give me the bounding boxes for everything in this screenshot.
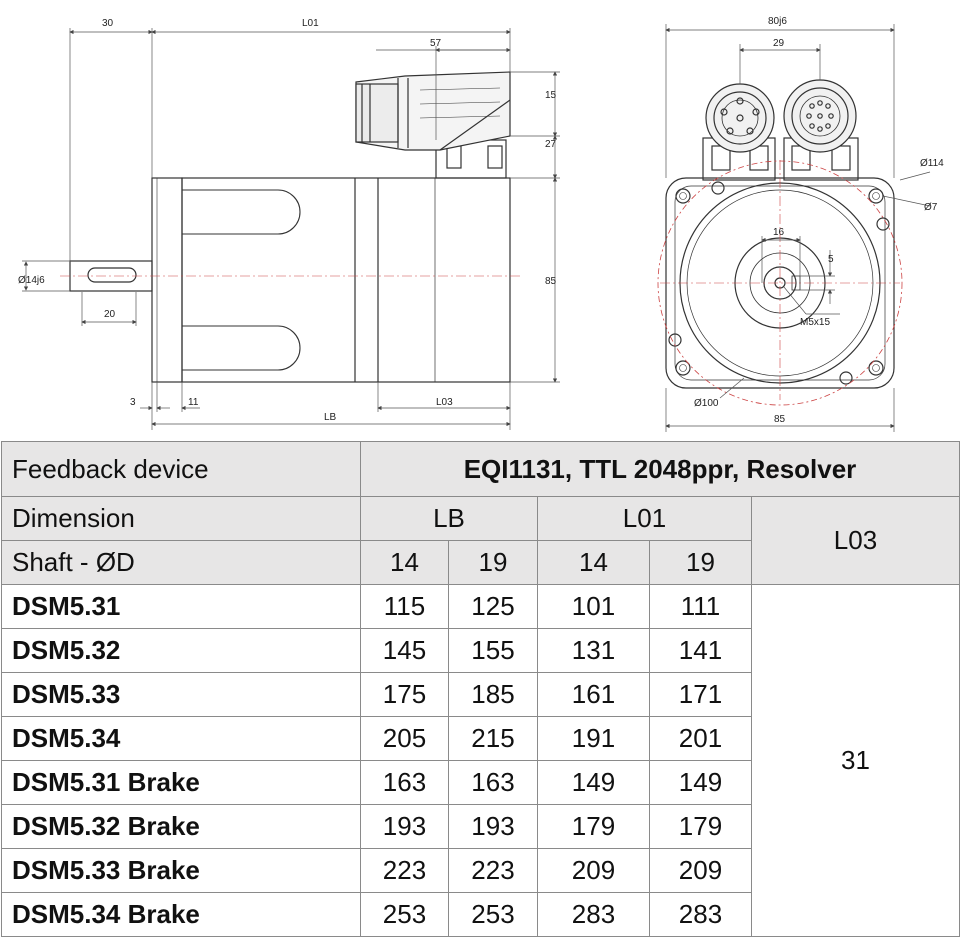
l01-19-value: 141	[649, 628, 752, 673]
model-name: DSM5.32 Brake	[1, 804, 361, 849]
lb-19-value: 125	[448, 584, 538, 629]
l01-header: L01	[537, 496, 752, 541]
l01-14-value: 161	[537, 672, 650, 717]
lb-14-value: 193	[360, 804, 449, 849]
dim-27: 27	[545, 139, 557, 150]
l01-14-value: 179	[537, 804, 650, 849]
shaft-keyway	[87, 267, 137, 283]
front-dimension-labels: 80j6 29 Ø114 Ø7 16 5 M5x15 Ø100 85	[694, 16, 944, 425]
lb-14-value: 115	[360, 584, 449, 629]
lb-19-value: 185	[448, 672, 538, 717]
lb-14-value: 253	[360, 892, 449, 937]
dim-16: 16	[773, 227, 785, 238]
l01-14-value: 191	[537, 716, 650, 761]
l01-14-value: 131	[537, 628, 650, 673]
table-row: DSM5.33 175 185 161 171	[1, 672, 960, 717]
shaft-label: Shaft - ØD	[1, 540, 361, 585]
l01-14-value: 101	[537, 584, 650, 629]
table-row: DSM5.32 Brake 193 193 179 179	[1, 804, 960, 849]
lb-19-value: 155	[448, 628, 538, 673]
model-name: DSM5.31	[1, 584, 361, 629]
lb-14-value: 175	[360, 672, 449, 717]
shaft-size-l01-14: 14	[537, 540, 650, 585]
feedback-device-label: Feedback device	[1, 441, 361, 497]
l01-14-value: 283	[537, 892, 650, 937]
model-name: DSM5.32	[1, 628, 361, 673]
motor-flange	[151, 177, 183, 383]
lb-14-value: 145	[360, 628, 449, 673]
l03-header: L03	[751, 496, 960, 585]
l01-19-value: 201	[649, 716, 752, 761]
dim-l03: L03	[436, 397, 453, 408]
dim-80j6: 80j6	[768, 16, 787, 27]
lb-19-value: 163	[448, 760, 538, 805]
side-dimensions	[22, 28, 560, 430]
table-row: DSM5.31 Brake 163 163 149 149	[1, 760, 960, 805]
dim-11: 11	[188, 397, 199, 408]
shaft-size-lb-14: 14	[360, 540, 449, 585]
side-dimension-labels: 30 L01 57 15 27 85 Ø14j6 20 3 11 LB L03	[18, 18, 557, 423]
table-row: DSM5.34 Brake 253 253 283 283	[1, 892, 960, 937]
l01-19-value: 171	[649, 672, 752, 717]
power-connector	[355, 71, 511, 179]
dim-20: 20	[104, 309, 116, 320]
dim-100: Ø100	[694, 398, 719, 409]
l01-19-value: 209	[649, 848, 752, 893]
front-view	[657, 79, 903, 406]
dim-85-front: 85	[774, 414, 786, 425]
shaft-size-lb-19: 19	[448, 540, 538, 585]
dim-thread: M5x15	[800, 317, 830, 328]
l01-19-value: 111	[649, 584, 752, 629]
shaft-size-l01-19: 19	[649, 540, 752, 585]
dim-114: Ø114	[920, 158, 944, 169]
dim-3: 3	[130, 397, 136, 408]
l01-19-value: 149	[649, 760, 752, 805]
dim-30: 30	[102, 18, 114, 29]
model-name: DSM5.31 Brake	[1, 760, 361, 805]
lb-19-value: 253	[448, 892, 538, 937]
l03-value: 31	[751, 584, 960, 937]
dim-85-side: 85	[545, 276, 557, 287]
dim-7: Ø7	[924, 202, 938, 213]
l01-14-value: 149	[537, 760, 650, 805]
dimension-table: Feedback device EQI1131, TTL 2048ppr, Re…	[1, 441, 960, 937]
feedback-connector-left	[702, 83, 776, 181]
feedback-connector-right	[783, 79, 859, 181]
model-name: DSM5.34 Brake	[1, 892, 361, 937]
table-row: DSM5.31 115 125 101 111 31	[1, 584, 960, 937]
lb-14-value: 205	[360, 716, 449, 761]
lb-14-value: 163	[360, 760, 449, 805]
side-view	[60, 71, 520, 383]
lb-19-value: 215	[448, 716, 538, 761]
model-name: DSM5.33	[1, 672, 361, 717]
feedback-device-value: EQI1131, TTL 2048ppr, Resolver	[360, 441, 960, 497]
dimension-label: Dimension	[1, 496, 361, 541]
mounting-holes	[668, 181, 890, 385]
lb-19-value: 193	[448, 804, 538, 849]
model-name: DSM5.34	[1, 716, 361, 761]
dim-shaft-dia: Ø14j6	[18, 275, 45, 286]
motor-body	[181, 177, 511, 383]
lb-14-value: 223	[360, 848, 449, 893]
l01-19-value: 179	[649, 804, 752, 849]
l01-19-value: 283	[649, 892, 752, 937]
front-dimensions	[665, 24, 931, 432]
model-name: DSM5.33 Brake	[1, 848, 361, 893]
dimension-drawing: 30 L01 57 15 27 85 Ø14j6 20 3 11 LB L03	[18, 16, 944, 432]
dim-29: 29	[773, 38, 785, 49]
l01-14-value: 209	[537, 848, 650, 893]
dim-lb: LB	[324, 412, 337, 423]
lb-19-value: 223	[448, 848, 538, 893]
lb-header: LB	[360, 496, 538, 541]
dim-l01: L01	[302, 18, 319, 29]
dim-15: 15	[545, 90, 557, 101]
table-row: DSM5.32 145 155 131 141	[1, 628, 960, 673]
dim-57: 57	[430, 38, 442, 49]
dim-5: 5	[828, 254, 834, 265]
